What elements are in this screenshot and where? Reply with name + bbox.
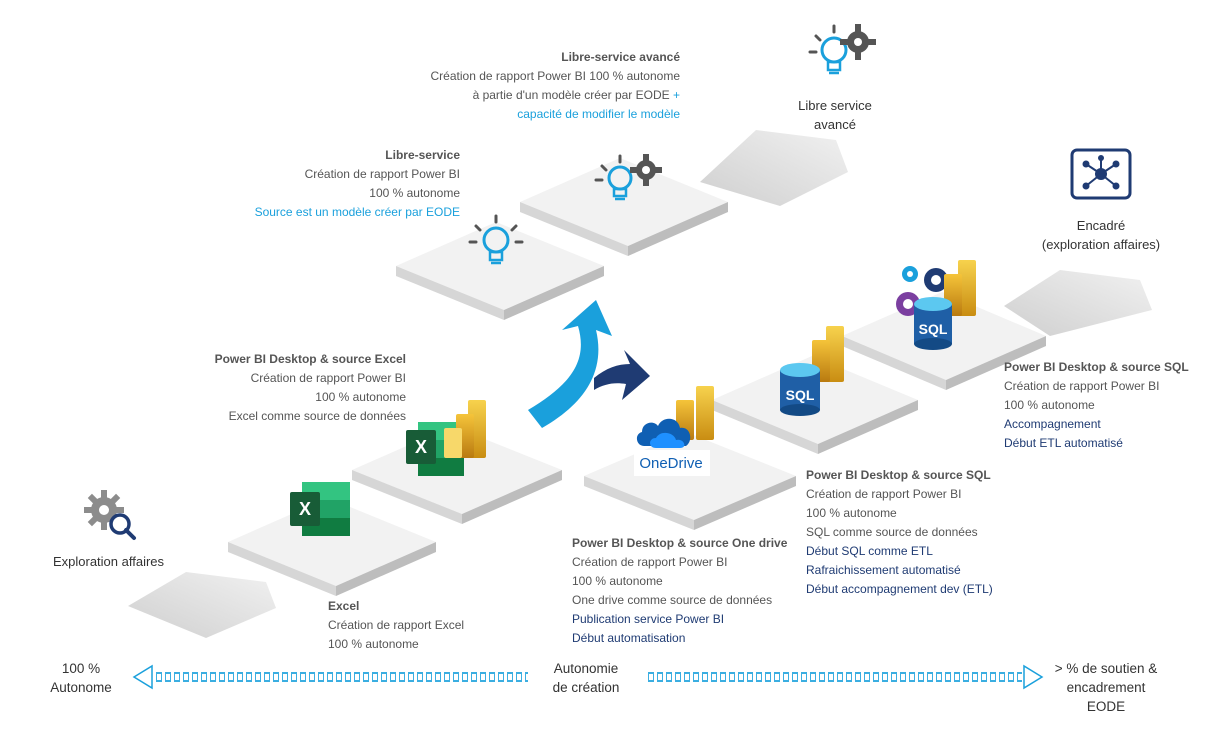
svg-text:OneDrive: OneDrive [639, 455, 702, 472]
stage-highlight: capacité de modifier le modèle [517, 107, 680, 121]
arrow-libre-flat [700, 130, 848, 206]
gear-search-icon [84, 490, 136, 540]
stage-line: 100 % autonome [572, 574, 663, 588]
stage-title: Power BI Desktop & source Excel [214, 352, 406, 366]
stage-highlight: Publication service Power BI [572, 612, 725, 626]
stage-highlight: Accompagnement [1004, 417, 1101, 431]
stage-line: Création de rapport Power BI [806, 487, 962, 501]
stage-pbi-onedrive: Power BI Desktop & source One drive Créa… [572, 534, 787, 648]
bottom-right-label: > % de soutien & encadrement EODE [1040, 659, 1172, 716]
stage-title: Power BI Desktop & source One drive [572, 536, 788, 550]
lightbulb-gear-top-icon [808, 24, 876, 75]
stage-title: Power BI Desktop & source SQL [806, 468, 991, 482]
stage-highlight: Source est un modèle créer par EODE [254, 205, 460, 219]
curved-arrow-right [594, 350, 650, 400]
bottom-text: Autonomie [553, 661, 619, 676]
tile-excel [228, 498, 436, 596]
label-text: Encadré [1076, 218, 1126, 233]
stage-line: Création de rapport Power BI [250, 371, 406, 385]
stage-highlight: Début ETL automatisé [1004, 436, 1123, 450]
stage-line: 100 % autonome [328, 637, 419, 651]
stage-line: Création de rapport Power BI [304, 167, 460, 181]
arrow-left-autonomy [132, 664, 528, 690]
sql-powerbi-icon: SQL [780, 326, 844, 416]
bottom-center-label: Autonomie de création [536, 659, 636, 697]
excel-powerbi-icon: X [406, 400, 486, 476]
gears-sql-powerbi-icon: SQL [896, 260, 976, 350]
stage-title: Libre-service avancé [561, 50, 680, 64]
stage-line: One drive comme source de données [572, 593, 773, 607]
stage-highlight: Rafraichissement automatisé [806, 563, 961, 577]
network-icon [1070, 148, 1132, 200]
lightbulb-gear-icon [594, 154, 662, 201]
label-libre-service-avance: Libre service avancé [780, 96, 890, 134]
stage-pbi-excel: Power BI Desktop & source Excel Création… [215, 350, 406, 426]
stage-libre-service: Libre-service Création de rapport Power … [255, 146, 460, 222]
onedrive-powerbi-icon: OneDrive [634, 386, 714, 476]
stage-highlight: Début accompagnement dev (ETL) [806, 582, 993, 596]
stage-line: Création de rapport Power BI [1004, 379, 1160, 393]
svg-text:X: X [415, 437, 427, 457]
label-text: Exploration affaires [52, 554, 165, 569]
bottom-text: > % de soutien & [1054, 661, 1158, 676]
stage-line: Création de rapport Power BI 100 % auton… [430, 69, 680, 83]
stage-line: 100 % autonome [1004, 398, 1095, 412]
stage-line: à partie d'un modèle créer par EODE + [472, 88, 680, 102]
stage-line: 100 % autonome [369, 186, 460, 200]
label-text: avancé [814, 117, 856, 132]
arrow-encadre-flat [1004, 270, 1152, 336]
label-encadre: Encadré (exploration affaires) [1030, 216, 1172, 254]
svg-text:SQL: SQL [786, 387, 815, 403]
bottom-text: encadrement [1066, 680, 1146, 695]
stage-line: SQL comme source de données [806, 525, 978, 539]
tile-onedrive [584, 432, 796, 530]
bottom-text: Autonome [50, 680, 112, 695]
stage-title: Libre-service [385, 148, 460, 162]
stage-pbi-sql-2: Power BI Desktop & source SQL Création d… [1004, 358, 1189, 453]
stage-line: 100 % autonome [315, 390, 406, 404]
svg-text:X: X [299, 499, 311, 519]
stage-line: Excel comme source de données [228, 409, 406, 423]
arrow-right-support [648, 664, 1044, 690]
label-exploration: Exploration affaires [36, 552, 181, 571]
tile-libre-service-avance [520, 158, 728, 256]
stage-highlight: Début SQL comme ETL [806, 544, 933, 558]
arrow-start-flat [128, 572, 276, 638]
excel-icon: X [290, 482, 350, 536]
stage-line: Création de rapport Excel [328, 618, 465, 632]
stage-highlight: Début automatisation [572, 631, 686, 645]
stage-line: 100 % autonome [806, 506, 897, 520]
stage-title: Power BI Desktop & source SQL [1004, 360, 1189, 374]
bottom-text: 100 % [61, 661, 101, 676]
svg-text:SQL: SQL [919, 321, 948, 337]
bottom-text: de création [552, 680, 620, 695]
curved-arrow-up [528, 300, 612, 428]
stage-libre-service-avance: Libre-service avancé Création de rapport… [431, 48, 680, 124]
stage-excel: Excel Création de rapport Excel 100 % au… [328, 597, 464, 654]
lightbulb-icon [468, 214, 524, 265]
bottom-left-label: 100 % Autonome [38, 659, 124, 697]
stage-line: Création de rapport Power BI [572, 555, 728, 569]
label-text: (exploration affaires) [1041, 237, 1161, 252]
bottom-text: EODE [1086, 699, 1126, 714]
tile-libre-service [396, 222, 604, 320]
label-text: Libre service [798, 98, 872, 113]
stage-pbi-sql-1: Power BI Desktop & source SQL Création d… [806, 466, 993, 599]
stage-title: Excel [328, 599, 360, 613]
